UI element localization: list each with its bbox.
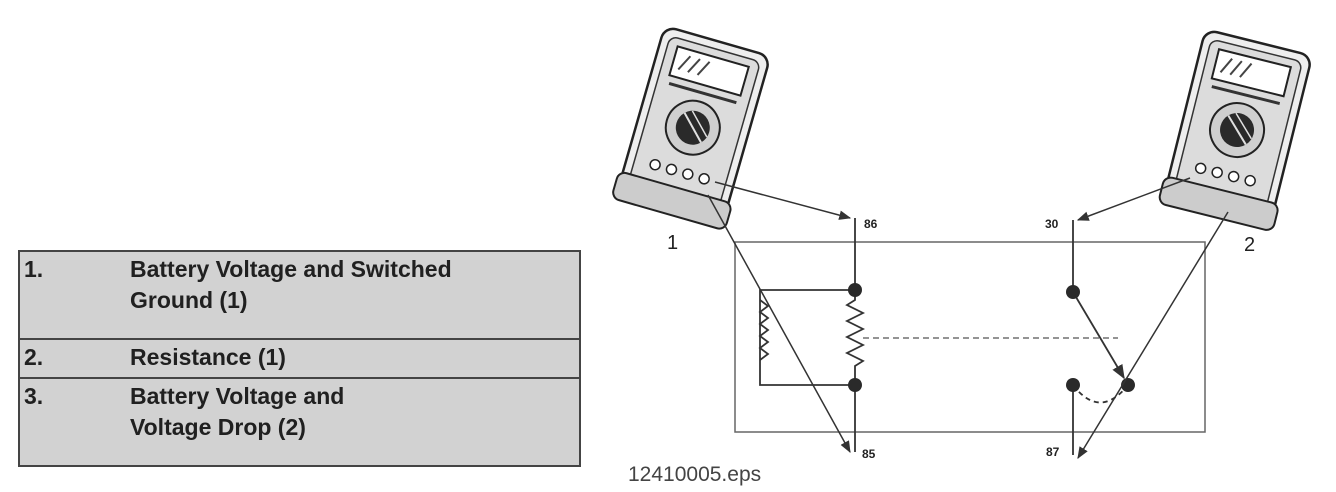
relay-coil xyxy=(758,218,866,452)
coil-terminal-top xyxy=(848,283,862,297)
meter-leads xyxy=(707,177,1229,460)
legend-row-2: 2. Resistance (1) xyxy=(19,338,580,379)
legend-row-1: 1. Battery Voltage and Switched Ground (… xyxy=(19,250,580,340)
multimeter-1-icon xyxy=(612,27,769,230)
legend-row-3: 3. Battery Voltage and Voltage Drop (2) xyxy=(19,377,580,467)
legend-text: Battery Voltage and Switched Ground (1) xyxy=(126,250,580,340)
legend-number: 3. xyxy=(19,377,126,467)
switch-common-contact xyxy=(1066,285,1080,299)
meter-1-label: 1 xyxy=(667,232,678,254)
terminal-30-label: 30 xyxy=(1045,217,1059,231)
meter-2-label: 2 xyxy=(1244,234,1255,256)
test-legend-table: 1. Battery Voltage and Switched Ground (… xyxy=(18,250,581,467)
switch-contact-87 xyxy=(1066,378,1080,392)
legend-text: Battery Voltage and Voltage Drop (2) xyxy=(126,377,580,467)
figure-caption: 12410005.eps xyxy=(628,463,761,486)
relay-test-diagram: 1 2 86 85 30 87 12410005.eps xyxy=(612,27,1311,486)
multimeter-2-icon xyxy=(1158,30,1311,231)
relay-switch xyxy=(1072,220,1129,455)
terminal-85-label: 85 xyxy=(862,447,876,461)
coil-terminal-bottom xyxy=(848,378,862,392)
terminal-87-label: 87 xyxy=(1046,445,1060,459)
relay-housing xyxy=(734,241,1206,433)
legend-number: 1. xyxy=(19,250,126,340)
legend-text: Resistance (1) xyxy=(126,338,580,379)
terminal-86-label: 86 xyxy=(864,217,878,231)
legend-number: 2. xyxy=(19,338,126,379)
